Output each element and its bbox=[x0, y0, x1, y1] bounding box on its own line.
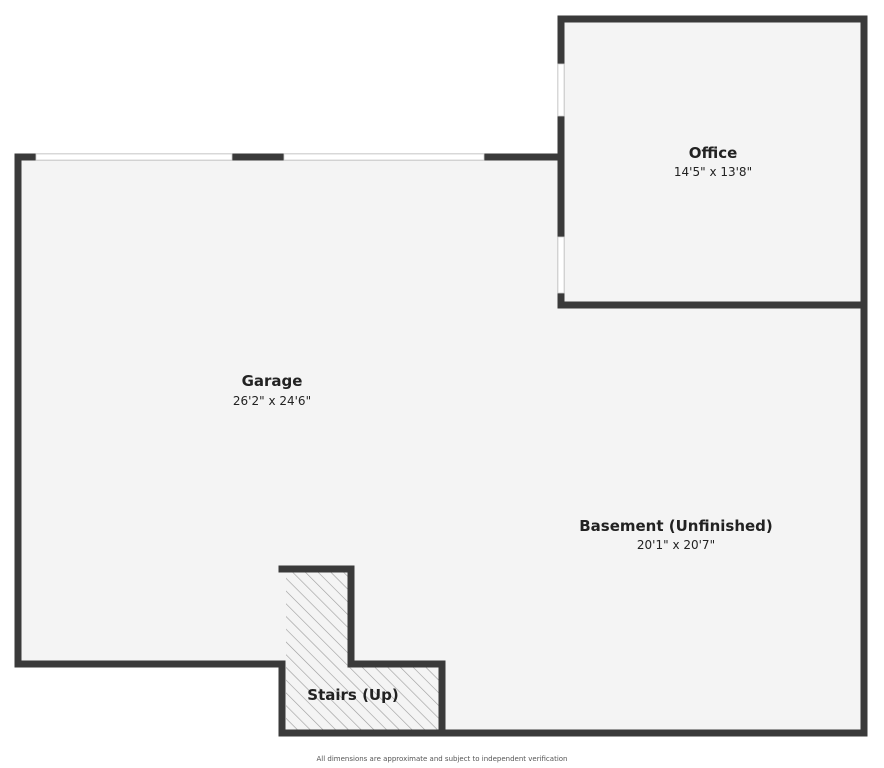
window-office-2 bbox=[557, 236, 565, 294]
basement-label: Basement (Unfinished) bbox=[579, 517, 773, 535]
window-garage-1 bbox=[35, 153, 233, 161]
wall-stairs bbox=[278, 565, 446, 737]
disclaimer-text: All dimensions are approximate and subje… bbox=[316, 755, 568, 763]
basement-dimensions: 20'1" x 20'7" bbox=[636, 538, 716, 552]
window-garage-2 bbox=[283, 153, 485, 161]
garage-dimensions: 26'2" x 24'6" bbox=[232, 394, 312, 408]
windows bbox=[35, 63, 565, 294]
garage-label: Garage bbox=[241, 372, 303, 390]
office-label: Office bbox=[688, 144, 738, 162]
floor-area bbox=[18, 19, 864, 733]
window-office-1 bbox=[557, 63, 565, 117]
stairs-label: Stairs (Up) bbox=[307, 686, 399, 704]
office-dimensions: 14'5" x 13'8" bbox=[673, 165, 753, 179]
stairs-area bbox=[286, 569, 442, 730]
